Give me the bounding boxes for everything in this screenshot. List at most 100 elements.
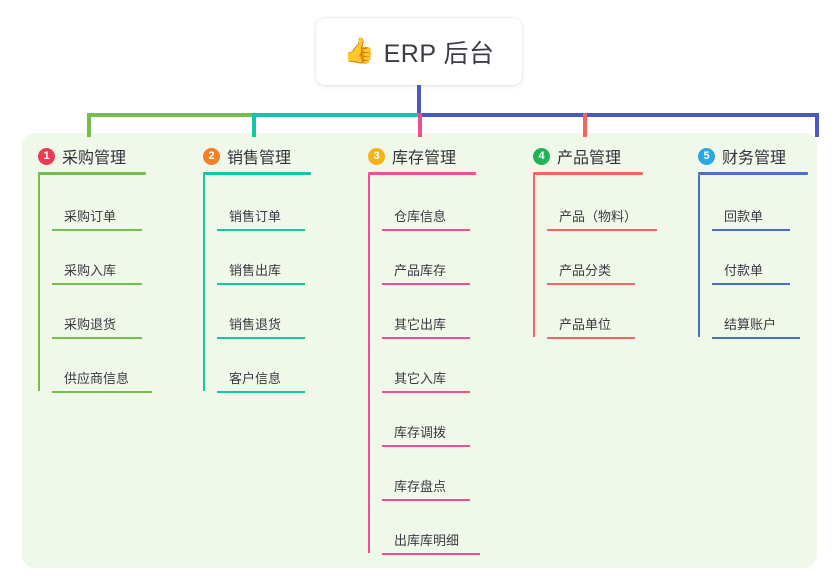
branch-title: 库存管理 — [392, 150, 457, 167]
branch-leaf-label: 产品（物料） — [559, 209, 638, 224]
branch-leaf-item[interactable]: 其它入库 — [382, 339, 518, 393]
branch-leaf-item[interactable]: 库存调拨 — [382, 393, 518, 447]
connector-drop-5 — [815, 113, 819, 137]
root-node[interactable]: 👍 ERP 后台 — [316, 18, 522, 85]
root-connector-stem — [417, 85, 421, 115]
branch-spine — [698, 175, 700, 337]
branch-leaf-item[interactable]: 回款单 — [712, 177, 839, 231]
branch-index-badge: 4 — [533, 147, 550, 165]
branch-title: 销售管理 — [227, 150, 292, 167]
branch-leaf-rule — [382, 445, 470, 447]
branch-leaf-rule — [382, 337, 470, 339]
branch-leaf-item[interactable]: 采购入库 — [52, 231, 188, 285]
branch-leaf-rule — [52, 283, 142, 285]
branch-spine — [533, 175, 535, 337]
branch-title: 财务管理 — [722, 150, 787, 167]
branch-column-3: 3 库存管理仓库信息产品库存其它出库其它入库库存调拨库存盘点出库库明细 — [368, 145, 518, 555]
branch-leaf-label: 仓库信息 — [394, 209, 447, 224]
branch-column-2: 2 销售管理销售订单销售出库销售退货客户信息 — [203, 145, 353, 393]
branch-leaf-item[interactable]: 产品单位 — [547, 285, 683, 339]
branch-leaf-label: 其它出库 — [394, 317, 447, 332]
branch-header-rule — [203, 172, 311, 175]
branch-leaf-label: 产品分类 — [559, 263, 612, 278]
branch-leaf-label: 库存调拨 — [394, 425, 447, 440]
branch-index-badge: 1 — [38, 147, 55, 165]
branch-leaf-rule — [547, 229, 657, 231]
branch-leaf-label: 库存盘点 — [394, 479, 447, 494]
branch-leaf-label: 其它入库 — [394, 371, 447, 386]
connector-drop-1 — [87, 113, 91, 137]
branch-leaf-item[interactable]: 仓库信息 — [382, 177, 518, 231]
branch-leaf-rule — [712, 283, 790, 285]
connector-drop-2 — [252, 113, 256, 137]
connector-bus-green — [87, 113, 253, 117]
branch-header-1[interactable]: 1 采购管理 — [38, 145, 188, 167]
branch-leaf-rule — [712, 337, 800, 339]
branch-leaf-label: 产品单位 — [559, 317, 612, 332]
branch-spine — [203, 175, 205, 391]
branch-leaf-item[interactable]: 其它出库 — [382, 285, 518, 339]
branch-leaf-rule — [217, 229, 305, 231]
branch-leaf-label: 供应商信息 — [64, 371, 130, 386]
branch-leaf-label: 销售退货 — [229, 317, 282, 332]
connector-bus-blue — [418, 113, 819, 117]
connector-drop-3 — [418, 113, 422, 137]
branch-leaf-item[interactable]: 付款单 — [712, 231, 839, 285]
thumbs-up-icon: 👍 — [343, 37, 375, 65]
branch-header-2[interactable]: 2 销售管理 — [203, 145, 353, 167]
branch-leaf-item[interactable]: 销售订单 — [217, 177, 353, 231]
branch-leaf-label: 回款单 — [724, 209, 764, 224]
connector-drop-4 — [583, 113, 587, 137]
branch-title: 采购管理 — [62, 150, 127, 167]
branch-column-1: 1 采购管理采购订单采购入库采购退货供应商信息 — [38, 145, 188, 393]
branch-title: 产品管理 — [557, 150, 622, 167]
branch-leaf-item[interactable]: 产品（物料） — [547, 177, 683, 231]
branch-column-4: 4 产品管理产品（物料） 产品分类产品单位 — [533, 145, 683, 339]
branch-index-badge: 2 — [203, 147, 220, 165]
branch-items: 销售订单销售出库销售退货客户信息 — [203, 175, 353, 393]
root-title: ERP 后台 — [383, 39, 495, 68]
branch-leaf-label: 采购入库 — [64, 263, 117, 278]
branch-leaf-item[interactable]: 采购订单 — [52, 177, 188, 231]
branch-leaf-rule — [382, 391, 470, 393]
branch-leaf-rule — [52, 391, 152, 393]
branch-leaf-label: 销售出库 — [229, 263, 282, 278]
branch-header-4[interactable]: 4 产品管理 — [533, 145, 683, 167]
branch-leaf-item[interactable]: 结算账户 — [712, 285, 839, 339]
branch-leaf-label: 客户信息 — [229, 371, 282, 386]
branch-leaf-rule — [382, 499, 470, 501]
branch-leaf-rule — [712, 229, 790, 231]
branch-header-3[interactable]: 3 库存管理 — [368, 145, 518, 167]
branch-leaf-item[interactable]: 供应商信息 — [52, 339, 188, 393]
branch-leaf-rule — [382, 229, 470, 231]
branch-leaf-rule — [547, 337, 635, 339]
branch-header-rule — [368, 172, 476, 175]
branch-leaf-item[interactable]: 销售出库 — [217, 231, 353, 285]
branch-leaf-label: 产品库存 — [394, 263, 447, 278]
branch-leaf-rule — [217, 391, 305, 393]
branch-index-badge: 3 — [368, 147, 385, 165]
branch-header-rule — [533, 172, 643, 175]
branch-leaf-rule — [52, 229, 142, 231]
branch-leaf-item[interactable]: 出库库明细 — [382, 501, 518, 555]
branch-leaf-item[interactable]: 产品分类 — [547, 231, 683, 285]
branch-spine — [38, 175, 40, 391]
branch-leaf-label: 采购退货 — [64, 317, 117, 332]
branch-leaf-rule — [217, 337, 305, 339]
branch-leaf-label: 采购订单 — [64, 209, 117, 224]
branch-leaf-item[interactable]: 采购退货 — [52, 285, 188, 339]
branch-header-rule — [38, 172, 146, 175]
branch-leaf-item[interactable]: 库存盘点 — [382, 447, 518, 501]
branch-leaf-rule — [217, 283, 305, 285]
branch-leaf-item[interactable]: 客户信息 — [217, 339, 353, 393]
branch-leaf-item[interactable]: 销售退货 — [217, 285, 353, 339]
branch-leaf-item[interactable]: 产品库存 — [382, 231, 518, 285]
connector-bus-teal — [252, 113, 419, 117]
branches-panel — [22, 133, 817, 568]
branch-items: 采购订单采购入库采购退货供应商信息 — [38, 175, 188, 393]
branch-leaf-rule — [52, 337, 142, 339]
branch-leaf-rule — [547, 283, 635, 285]
